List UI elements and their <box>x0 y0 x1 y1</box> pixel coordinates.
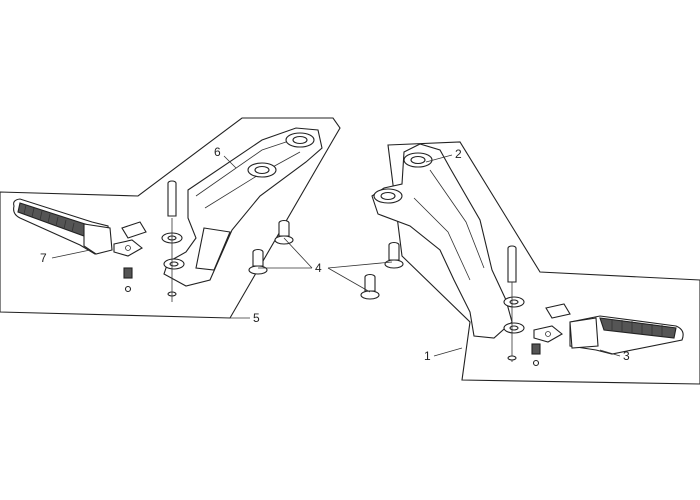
left-pivot-pin <box>167 180 177 217</box>
right-retaining-ring <box>532 359 540 367</box>
leader-line-4b <box>283 237 313 269</box>
left-cap-washer <box>121 221 147 239</box>
leader-line-6 <box>223 155 237 169</box>
left-retaining-ring <box>124 285 132 293</box>
right-footpeg-bracket <box>371 143 525 339</box>
callout-5: 5 <box>253 311 260 325</box>
leader-line-4c <box>327 261 393 269</box>
right-pivot-plate <box>533 325 563 343</box>
callout-7: 7 <box>40 251 47 265</box>
bolt-2 <box>248 248 268 275</box>
leader-line-1 <box>433 347 463 357</box>
left-footpeg <box>13 198 113 255</box>
right-footpeg <box>569 315 684 355</box>
callout-3: 3 <box>623 349 630 363</box>
callout-1: 1 <box>424 349 431 363</box>
left-footpeg-bracket <box>161 127 323 287</box>
right-assembly-boundary <box>387 141 700 385</box>
left-assembly-boundary <box>0 117 341 319</box>
leader-line-2 <box>425 154 453 163</box>
right-detent-spring <box>531 343 541 355</box>
left-pivot-plate <box>113 239 143 257</box>
leader-line-3 <box>599 349 621 357</box>
right-lower-washer <box>507 355 517 361</box>
left-detent-spring <box>123 267 133 279</box>
callout-2: 2 <box>455 147 462 161</box>
leader-line-4d <box>327 267 371 293</box>
right-pivot-pin <box>507 245 517 283</box>
callout-6: 6 <box>214 145 221 159</box>
bolt-3 <box>384 241 404 269</box>
bolt-1 <box>274 219 294 245</box>
leader-line-7 <box>51 249 91 259</box>
callout-4: 4 <box>315 261 322 275</box>
right-cap-washer <box>545 303 571 319</box>
bolt-4 <box>360 273 380 300</box>
